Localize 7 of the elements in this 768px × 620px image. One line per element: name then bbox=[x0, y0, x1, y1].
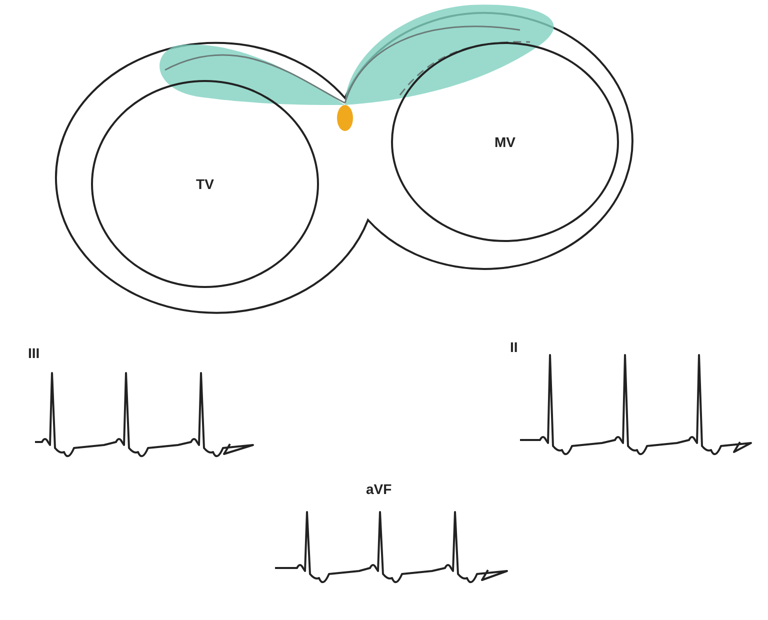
lead-label: III bbox=[28, 344, 40, 363]
valve-ring bbox=[91, 80, 319, 288]
valve-ring bbox=[391, 42, 619, 242]
valve-label: TV bbox=[196, 175, 214, 194]
valve-label: MV bbox=[494, 133, 516, 152]
lead-label: aVF bbox=[366, 480, 392, 499]
lead-label: II bbox=[510, 338, 518, 357]
